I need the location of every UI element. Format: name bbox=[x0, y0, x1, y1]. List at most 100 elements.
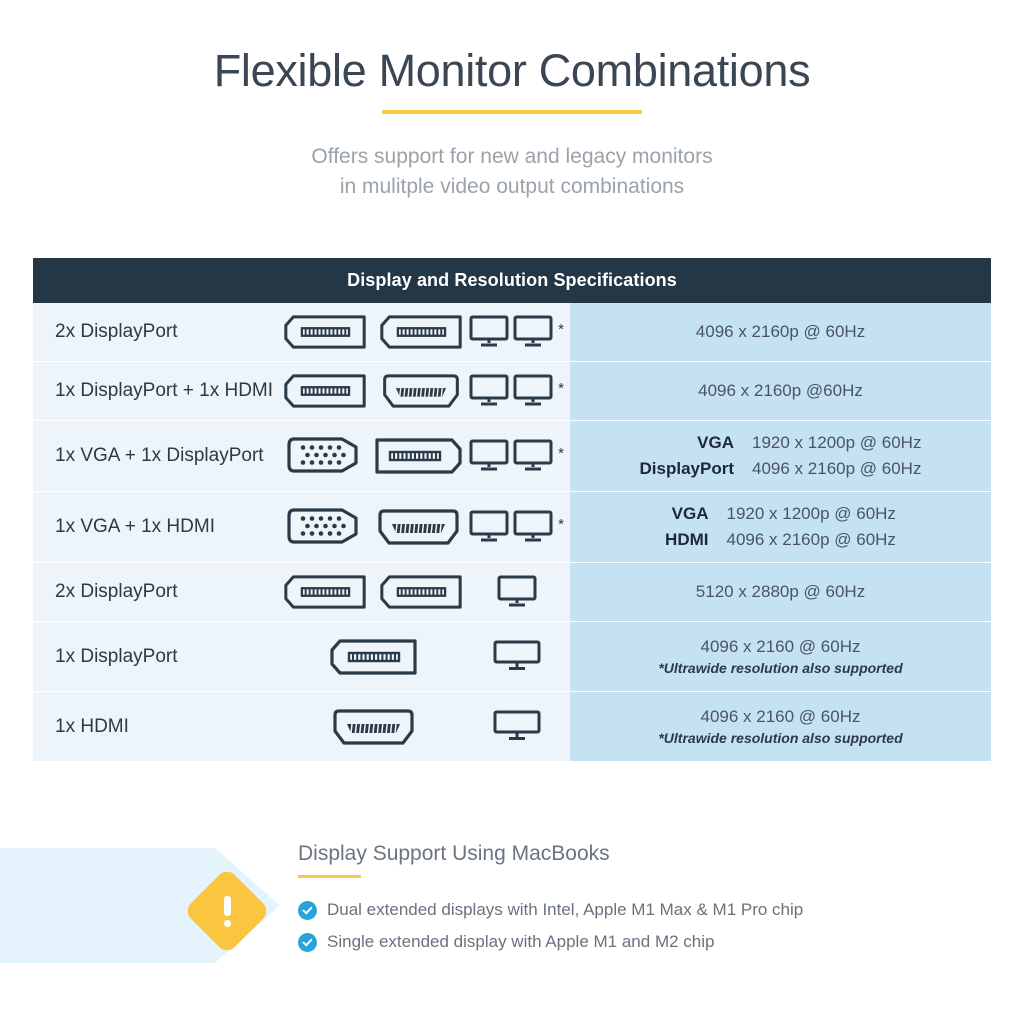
resolution-key: VGA bbox=[671, 503, 709, 523]
row-connector-icons bbox=[283, 692, 463, 761]
row-label: 1x VGA + 1x HDMI bbox=[33, 492, 283, 562]
monitor-icon bbox=[493, 710, 540, 740]
vga-connector-icon bbox=[286, 508, 358, 544]
row-connector-icons bbox=[283, 303, 463, 361]
displayport-connector-icon bbox=[380, 315, 462, 349]
monitor-icon bbox=[513, 374, 553, 406]
asterisk-marker: * bbox=[558, 321, 564, 338]
check-circle-icon bbox=[298, 932, 317, 952]
monitor-icon bbox=[497, 575, 536, 607]
displayport-connector-icon bbox=[284, 575, 366, 609]
check-circle-icon bbox=[298, 900, 317, 920]
row-label: 1x DisplayPort bbox=[33, 622, 283, 691]
resolution-key: VGA bbox=[697, 432, 735, 452]
monitor-icon bbox=[469, 510, 509, 542]
table-row: 1x VGA + 1x HDMI * VGA HDMI 1920 x 1200p @ … bbox=[33, 492, 991, 563]
row-monitor-icons bbox=[463, 622, 570, 691]
macbook-support-content: Display Support Using MacBooks Dual exte… bbox=[298, 842, 803, 964]
row-resolution: 4096 x 2160 @ 60Hz*Ultrawide resolution … bbox=[570, 622, 991, 691]
asterisk-marker: * bbox=[558, 380, 564, 397]
monitor-icon bbox=[469, 315, 509, 347]
page-subtitle: Offers support for new and legacy monito… bbox=[202, 142, 822, 203]
resolution-block: 4096 x 2160 @ 60Hz *Ultrawide resolution … bbox=[658, 707, 902, 746]
resolution-value: 4096 x 2160p @ 60Hz bbox=[752, 459, 922, 478]
row-label: 2x DisplayPort bbox=[33, 563, 283, 621]
hdmi-connector-icon bbox=[383, 374, 459, 408]
resolution-value: 1920 x 1200p @ 60Hz bbox=[752, 432, 922, 452]
resolution-keys: VGA DisplayPort bbox=[640, 430, 734, 483]
table-row: 1x DisplayPort 4096 x 2160 @ 60Hz*Ultraw… bbox=[33, 622, 991, 692]
resolution-block: 4096 x 2160p @60Hz bbox=[698, 381, 863, 401]
monitor-icon bbox=[469, 439, 509, 471]
row-resolution: 4096 x 2160p @ 60Hz bbox=[570, 303, 991, 361]
row-monitor-icons bbox=[463, 692, 570, 761]
specifications-table: Display and Resolution Specifications 2x… bbox=[33, 258, 991, 761]
displayport-connector-icon bbox=[380, 575, 462, 609]
row-monitor-icons bbox=[463, 563, 570, 621]
resolution-block: 4096 x 2160 @ 60Hz*Ultrawide resolution … bbox=[658, 637, 902, 676]
macbook-support-title: Display Support Using MacBooks bbox=[298, 842, 610, 865]
subtitle-line-1: Offers support for new and legacy monito… bbox=[311, 144, 713, 168]
resolution-note: *Ultrawide resolution also supported bbox=[658, 730, 903, 746]
bullet-item: Single extended display with Apple M1 an… bbox=[298, 932, 803, 952]
table-row: 2x DisplayPort *4096 x 2160p @ 60Hz bbox=[33, 303, 991, 362]
exclamation-dot bbox=[223, 919, 231, 927]
displayport-connector-icon bbox=[374, 438, 462, 474]
row-label: 1x VGA + 1x DisplayPort bbox=[33, 421, 283, 491]
resolution-value: 4096 x 2160p @ 60Hz bbox=[726, 530, 896, 549]
page-title: Flexible Monitor Combinations bbox=[213, 45, 811, 96]
displayport-connector-icon bbox=[284, 315, 366, 349]
resolution-text: 4096 x 2160 @ 60Hz bbox=[700, 707, 861, 726]
resolution-key: DisplayPort bbox=[639, 459, 735, 478]
resolution-pairs: VGA HDMI 1920 x 1200p @ 60Hz 4096 x 2160p @… bbox=[665, 501, 896, 554]
table-row: 1x DisplayPort + 1x HDMI * 4096 x 2160p @… bbox=[33, 362, 991, 421]
resolution-block: 5120 x 2880p @ 60Hz bbox=[696, 582, 865, 602]
asterisk-marker: * bbox=[558, 516, 564, 533]
resolution-values: 1920 x 1200p @ 60Hz 4096 x 2160p @ 60Hz bbox=[727, 501, 896, 554]
table-header-title: Display and Resolution Specifications bbox=[33, 258, 991, 303]
row-monitor-icons: * bbox=[463, 303, 570, 361]
resolution-key: HDMI bbox=[665, 530, 709, 549]
row-connector-icons bbox=[283, 362, 463, 420]
monitor-icon bbox=[469, 374, 509, 406]
table-body: 2x DisplayPort * 4096 x 2160p @ 60Hz 1x Di… bbox=[33, 303, 991, 761]
resolution-pairs: VGA DisplayPort 1920 x 1200p @ 60Hz 4096 x … bbox=[640, 430, 922, 483]
table-row: 1x VGA + 1x DisplayPort * VGA DisplayPort 1… bbox=[33, 421, 991, 492]
table-row: 1x HDMI 4096 x 2160 @ 60Hz *Ultrawide res… bbox=[33, 692, 991, 761]
page-header: Flexible Monitor Combinations Offers sup… bbox=[0, 0, 1024, 202]
row-monitor-icons: * bbox=[463, 362, 570, 420]
monitor-icon bbox=[513, 439, 553, 471]
macbook-support-bullets: Dual extended displays with Intel, Apple… bbox=[298, 900, 803, 952]
resolution-text: 4096 x 2160p @ 60Hz bbox=[695, 322, 866, 341]
hdmi-connector-icon bbox=[332, 708, 414, 745]
table-row: 2x DisplayPort 5120 x 2880p @ 60Hz bbox=[33, 563, 991, 622]
row-connector-icons bbox=[283, 563, 463, 621]
row-connector-icons bbox=[283, 492, 463, 562]
resolution-text: 5120 x 2880p @ 60Hz bbox=[695, 582, 866, 601]
monitor-icon bbox=[493, 640, 540, 670]
resolution-value: 1920 x 1200p @ 60Hz bbox=[726, 503, 896, 523]
resolution-keys: VGA HDMI bbox=[665, 501, 708, 554]
bullet-text: Dual extended displays with Intel, Apple… bbox=[327, 900, 804, 919]
row-label: 1x HDMI bbox=[33, 692, 283, 761]
row-resolution: 5120 x 2880p @ 60Hz bbox=[570, 563, 991, 621]
row-connector-icons bbox=[283, 622, 463, 691]
row-resolution: VGA DisplayPort 1920 x 1200p @ 60Hz 4096 x … bbox=[570, 421, 991, 491]
title-accent-underline bbox=[382, 109, 642, 114]
row-resolution: VGA HDMI 1920 x 1200p @ 60Hz 4096 x 2160p @… bbox=[570, 492, 991, 562]
monitor-icon bbox=[513, 315, 553, 347]
resolution-block: 4096 x 2160p @ 60Hz bbox=[696, 322, 865, 342]
resolution-text: 4096 x 2160p @60Hz bbox=[698, 381, 863, 400]
row-monitor-icons: * bbox=[463, 421, 570, 491]
displayport-connector-icon bbox=[329, 638, 417, 675]
bullet-item: Dual extended displays with Intel, Apple… bbox=[298, 900, 803, 920]
warning-exclamation-icon bbox=[196, 880, 258, 942]
hdmi-connector-icon bbox=[377, 509, 459, 545]
row-label: 1x DisplayPort + 1x HDMI bbox=[33, 362, 283, 420]
row-monitor-icons: * bbox=[463, 492, 570, 562]
macbook-support-section: Display Support Using MacBooks Dual exte… bbox=[0, 830, 1024, 980]
vga-connector-icon bbox=[286, 437, 358, 473]
bullet-text: Single extended display with Apple M1 an… bbox=[327, 932, 715, 951]
exclamation-bar bbox=[223, 895, 231, 916]
monitor-icon bbox=[513, 510, 553, 542]
